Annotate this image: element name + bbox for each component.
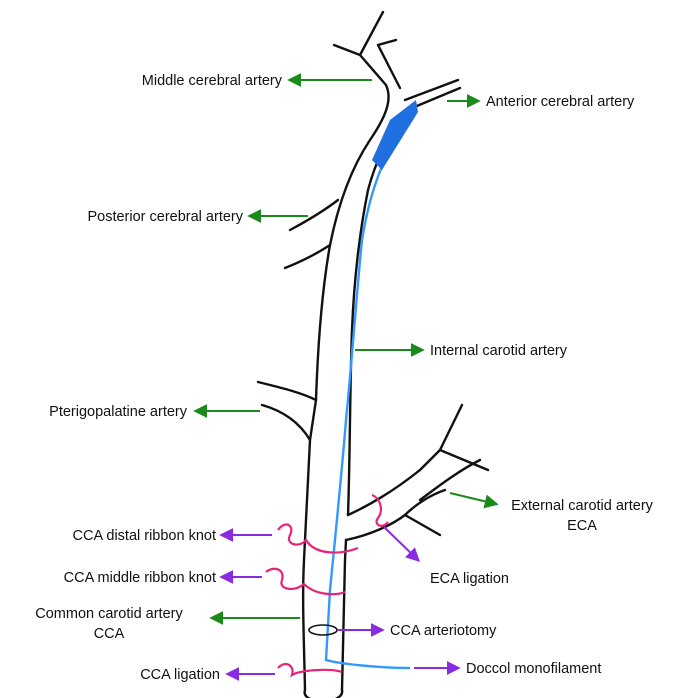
label-external-carotid-line1: External carotid artery: [511, 498, 654, 514]
label-cca-middle-knot: CCA middle ribbon knot: [64, 570, 216, 586]
eca-branch-2: [405, 490, 445, 515]
label-cca-ligation: CCA ligation: [140, 667, 220, 683]
aca-branch: [405, 80, 458, 100]
cca-right-wall: [342, 540, 346, 690]
label-common-carotid-line2: CCA: [94, 626, 125, 642]
label-doccol-monofilament: Doccol monofilament: [466, 661, 601, 677]
pterigopalatine-branch-upper: [258, 382, 316, 400]
pca-branch: [285, 245, 330, 268]
eca-branch-1: [420, 450, 488, 500]
label-pterigopalatine: Pterigopalatine artery: [49, 404, 188, 420]
label-anterior-cerebral: Anterior cerebral artery: [486, 94, 635, 110]
eca-ribbon-knot: [372, 495, 388, 526]
label-internal-carotid: Internal carotid artery: [430, 343, 568, 359]
procedure-arrows: [222, 527, 458, 674]
cca-bottom-loop: [305, 690, 343, 698]
filament-tip: [372, 100, 418, 170]
cca-middle-ribbon-knot: [266, 569, 345, 594]
label-external-carotid-line2: ECA: [567, 518, 597, 534]
cca-arteriotomy-mark: [309, 625, 337, 635]
pterigopalatine-branch-lower: [262, 405, 310, 440]
cca-ligation-knot: [278, 664, 342, 675]
arrow-external-carotid: [450, 493, 496, 504]
label-middle-cerebral: Middle cerebral artery: [142, 73, 283, 89]
mca-branch-lower: [334, 45, 360, 55]
label-common-carotid-line1: Common carotid artery: [35, 606, 183, 622]
eca-upper-wall: [348, 405, 462, 515]
label-cca-distal-knot: CCA distal ribbon knot: [73, 528, 216, 544]
arrow-eca-ligation: [384, 527, 418, 560]
vessel-left-wall: [303, 55, 388, 690]
label-posterior-cerebral: Posterior cerebral artery: [87, 209, 243, 225]
label-cca-arteriotomy: CCA arteriotomy: [390, 623, 497, 639]
label-eca-ligation: ECA ligation: [430, 571, 509, 587]
